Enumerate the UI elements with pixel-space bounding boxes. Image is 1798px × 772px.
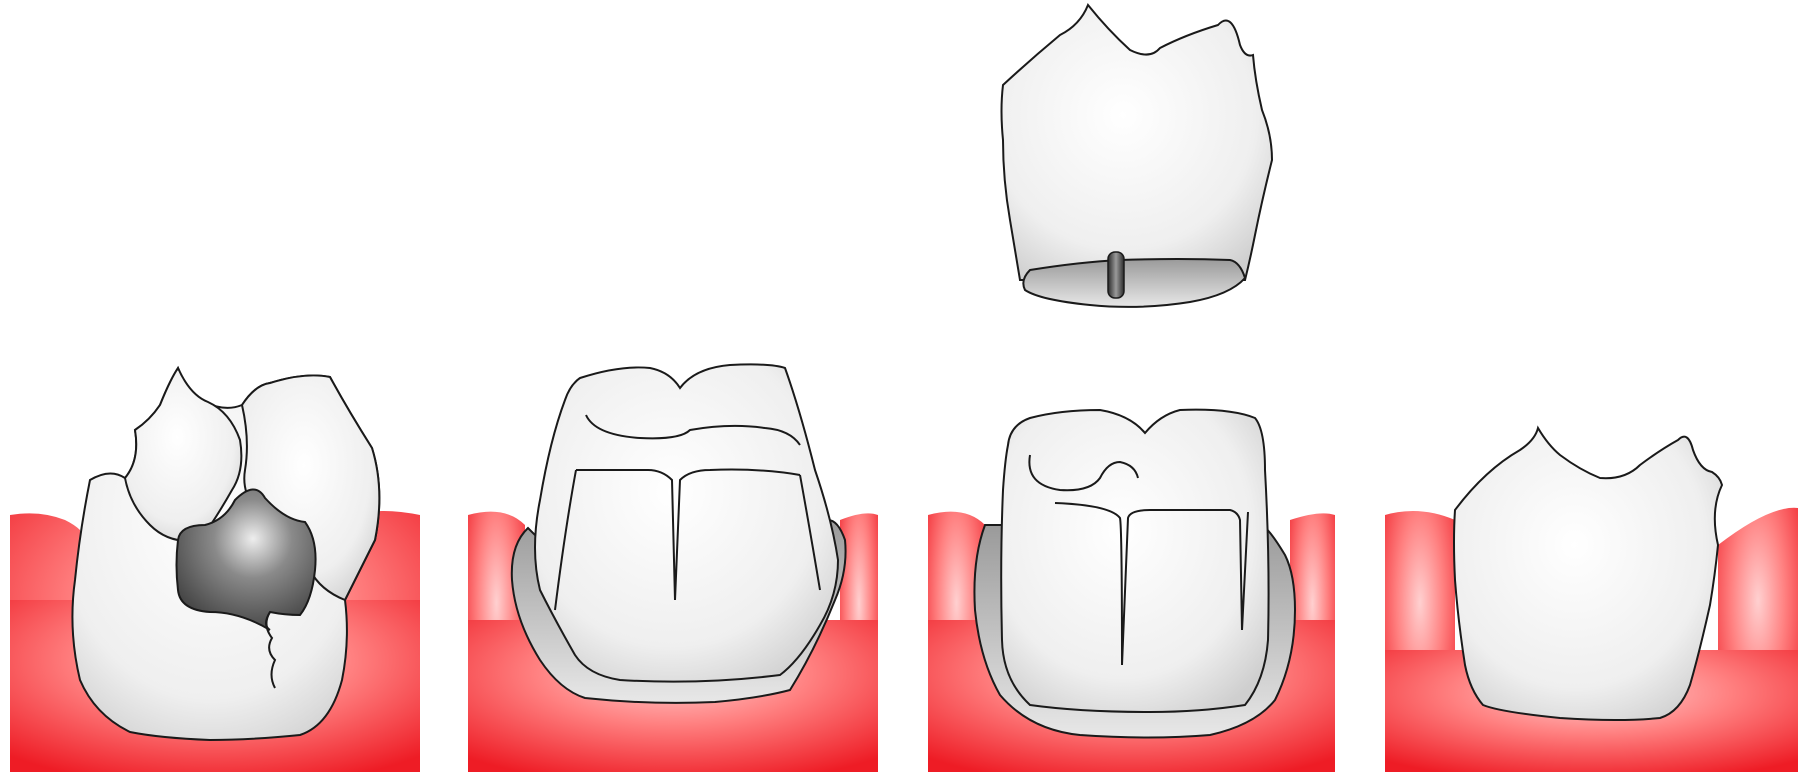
panel-damaged-tooth [10, 368, 420, 772]
panel-crown-placement [928, 5, 1335, 772]
crown-inner-shell [1023, 259, 1245, 307]
prepared-tooth-stump [1001, 410, 1268, 712]
crown-cement-post [1108, 252, 1124, 298]
panel-crowned-tooth [1385, 428, 1798, 772]
prepared-tooth-stump [535, 364, 838, 681]
panel-prepared-tooth [468, 364, 878, 772]
final-crowned-tooth [1454, 428, 1722, 720]
dental-crown-being-lowered [1002, 5, 1273, 280]
